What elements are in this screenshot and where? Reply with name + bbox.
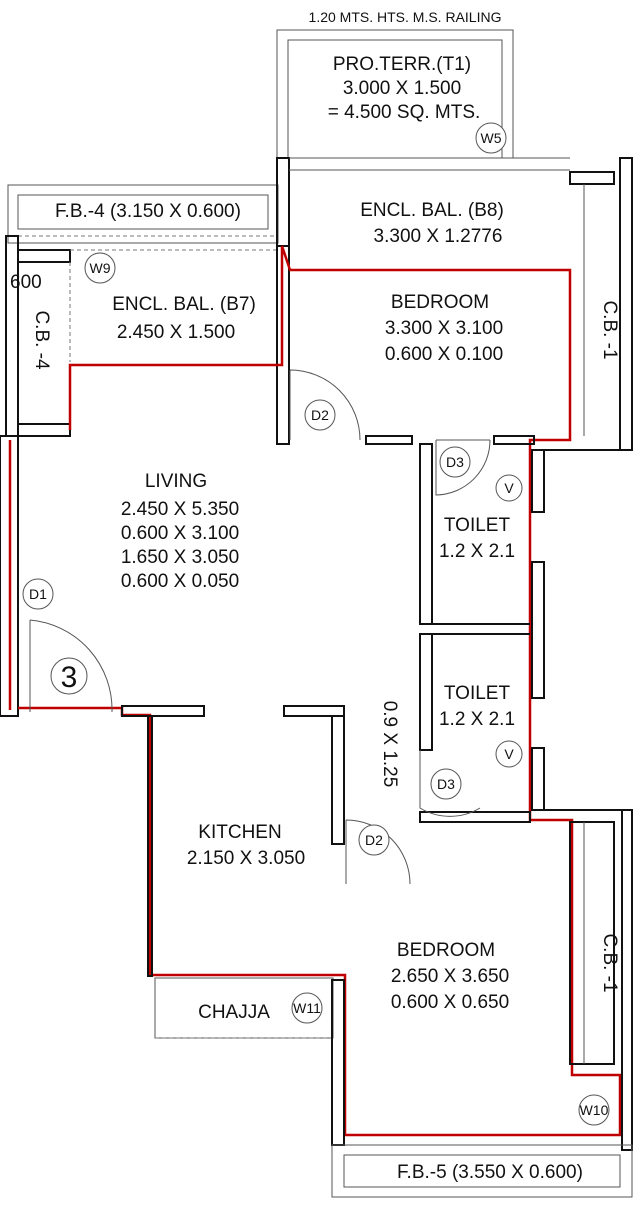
unit-number-marker	[50, 657, 88, 695]
door-d2-marker-2	[358, 824, 390, 856]
railing-note: 1.20 MTS. HTS. M.S. RAILING	[309, 9, 502, 25]
door-d3-label-1: D3	[446, 454, 464, 470]
door-d2-label-2: D2	[365, 832, 383, 848]
pro-terrace-area: = 4.500 SQ. MTS.	[328, 102, 481, 123]
window-w9-marker	[84, 252, 116, 284]
living-dims-1: 2.450 X 5.350	[121, 499, 239, 520]
window-w10-marker	[578, 1094, 610, 1126]
kitchen-title: KITCHEN	[198, 822, 281, 843]
passage-dims: 0.9 X 1.25	[379, 701, 400, 788]
bedroom2-dims1: 2.650 X 3.650	[391, 966, 509, 987]
flower-bed-4-label: F.B.-4 (3.150 X 0.600)	[55, 201, 241, 222]
door-swings	[29, 369, 491, 885]
living-title: LIVING	[145, 471, 207, 492]
toilet2-title: TOILET	[444, 683, 511, 704]
window-w5-marker	[475, 122, 507, 154]
bedroom2-dims2: 0.600 X 0.650	[391, 992, 509, 1013]
chajja-title: CHAJJA	[198, 1002, 270, 1023]
window-w11-marker	[291, 992, 323, 1024]
interior-walls	[121, 435, 633, 1198]
bedroom2-title: BEDROOM	[397, 940, 495, 961]
living-dims-3: 1.650 X 3.050	[121, 547, 239, 568]
pro-terrace-dims: 3.000 X 1.500	[343, 78, 461, 99]
door-d3-label-2: D3	[437, 776, 455, 792]
door-d2-marker-1	[304, 399, 336, 431]
enclosed-balcony-b8	[276, 157, 633, 451]
toilet1-title: TOILET	[444, 515, 511, 536]
cb4-dim: 600	[10, 272, 42, 293]
living-dims-4: 0.600 X 0.050	[121, 571, 239, 592]
cb1-top-label: C.B. -1	[599, 300, 620, 359]
door-d1-label: D1	[29, 586, 47, 602]
vent-marker-1	[495, 474, 523, 502]
cb4-label: C.B. -4	[31, 310, 52, 370]
toilet1-dims: 1.2 X 2.1	[439, 541, 515, 562]
door-d1-marker	[22, 578, 54, 610]
vent-label-1: V	[504, 480, 514, 496]
unit-number: 3	[61, 661, 78, 694]
balcony-b8-dims: 3.300 X 1.2776	[374, 226, 503, 247]
window-w5-label: W5	[481, 130, 502, 146]
door-d3-marker-2	[430, 768, 462, 800]
carpet-outline-upper	[18, 245, 622, 1137]
flower-bed-5-label: F.B.-5 (3.550 X 0.600)	[397, 1162, 583, 1183]
kitchen-dims: 2.150 X 3.050	[187, 848, 305, 869]
left-walls	[0, 235, 71, 717]
window-w10-label: W10	[580, 1102, 609, 1118]
window-w9-label: W9	[90, 260, 111, 276]
balcony-b8-title: ENCL. BAL. (B8)	[360, 200, 504, 221]
toilet2-dims: 1.2 X 2.1	[439, 709, 515, 730]
vent-marker-2	[495, 740, 523, 768]
living-dims-2: 0.600 X 3.100	[121, 523, 239, 544]
bedroom1-title: BEDROOM	[391, 292, 489, 313]
vent-label-2: V	[504, 746, 514, 762]
balcony-b7-dims: 2.450 X 1.500	[117, 322, 235, 343]
door-d2-label-1: D2	[311, 407, 329, 423]
bedroom1-dims1: 3.300 X 3.100	[385, 318, 503, 339]
door-d3-marker-1	[439, 446, 471, 478]
bedroom1-dims2: 0.600 X 0.100	[385, 344, 503, 365]
cb1-bottom-label: C.B. -1	[599, 933, 620, 992]
balcony-b7-title: ENCL. BAL. (B7)	[112, 294, 256, 315]
pro-terrace-title: PRO.TERR.(T1)	[333, 54, 471, 75]
window-w11-label: W11	[293, 1000, 321, 1016]
